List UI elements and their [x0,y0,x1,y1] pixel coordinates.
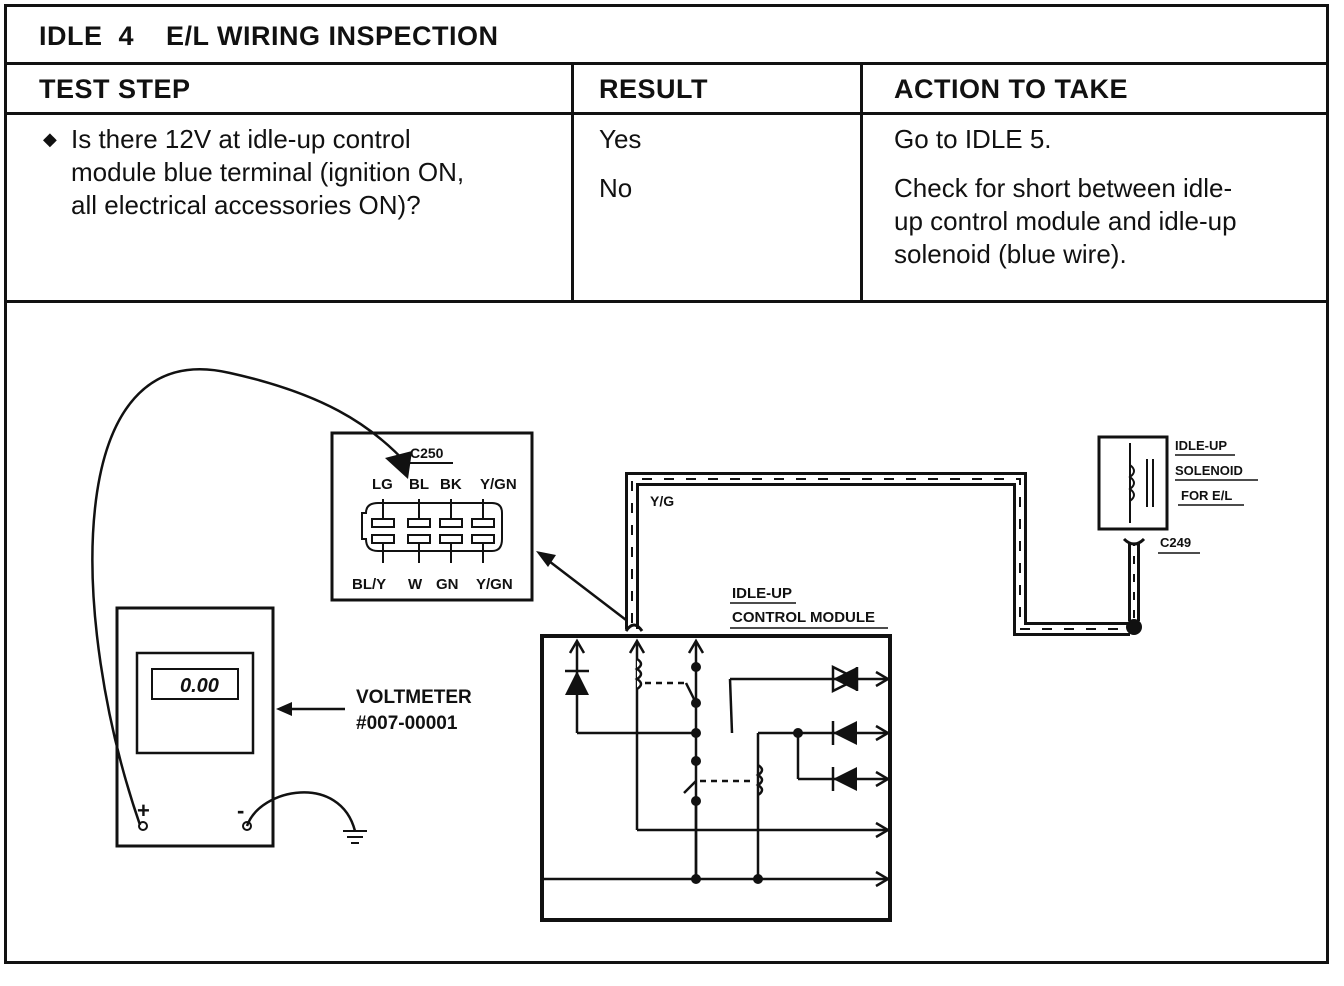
connector-c250-box [330,431,534,602]
test-step-text: Is there 12V at idle-up control module b… [71,123,464,222]
pin-label-top: BL [409,476,429,493]
pointer-line [544,557,631,624]
voltmeter-screen [135,651,255,755]
harness-inner [628,475,1130,633]
action-yes: Go to IDLE 5. [894,124,1052,154]
probe-lead [91,368,409,826]
test-step-line: all electrical accessories ON)? [71,190,421,220]
circuit-nodes [691,662,803,884]
ground-lead [245,791,357,832]
minus-terminal-label: - [237,798,244,823]
harness-stripe [631,478,1130,630]
solenoid-box [1097,435,1169,531]
wiring-diagram-svg: C250 LG BL BK Y/GN BL/Y W [91,368,1258,922]
pin-label-bottom: GN [436,576,459,593]
module-label: IDLE-UP [732,585,792,602]
action-no-line: Check for short between idle- [894,173,1233,203]
control-module-box [540,634,892,922]
solenoid-label: IDLE-UP [1175,438,1227,453]
voltmeter-pointer-arrow-icon [276,702,292,716]
header-result: RESULT [599,74,708,104]
pin-label-top: BK [440,476,462,493]
action-no: Check for short between idle- up control… [894,172,1237,271]
inspection-table: IDLE 4 E/L WIRING INSPECTION TEST STEP R… [4,4,1329,964]
connector-pins [371,499,495,563]
module-connector-icon [624,623,644,632]
pin-label-bottom: BL/Y [352,576,386,593]
solenoid-label: SOLENOID [1175,463,1243,478]
voltmeter-body [115,606,275,848]
c249-label: C249 [1160,535,1191,550]
harness-outer [625,472,1130,636]
pointer-arrow-icon [536,551,556,567]
page-title: IDLE 4 E/L WIRING INSPECTION [39,21,499,51]
wire-label-yg: Y/G [650,493,674,509]
module-circuit [542,638,891,888]
minus-terminal-icon [242,821,252,831]
probe-tip-icon [385,451,412,479]
table-row: ◆ Is there 12V at idle-up control module… [7,115,1326,303]
voltmeter-display [151,668,239,700]
module-label: CONTROL MODULE [732,609,875,626]
voltmeter-label: #007-00001 [356,713,458,734]
ground-junction [1126,619,1142,635]
header-action: ACTION TO TAKE [894,74,1128,104]
title-row: IDLE 4 E/L WIRING INSPECTION [7,7,1326,65]
plus-terminal-icon [138,821,148,831]
action-no-line: solenoid (blue wire). [894,239,1127,269]
action-no-line: up control module and idle-up [894,206,1237,236]
solenoid-label: FOR E/L [1181,488,1232,503]
meter-reading: 0.00 [180,675,219,697]
header-row: TEST STEP RESULT ACTION TO TAKE [7,65,1326,115]
ground-icon [343,830,367,844]
header-test-step: TEST STEP [39,74,191,104]
result-no: No [599,173,633,203]
pin-label-bottom: W [408,576,423,593]
bullet-icon: ◆ [43,129,57,149]
pin-label-bottom: Y/GN [476,576,513,593]
wiring-diagram: C250 LG BL BK Y/GN BL/Y W [7,303,1326,961]
plus-terminal-label: + [137,798,150,823]
pin-label-top: LG [372,476,393,493]
test-step-line: module blue terminal (ignition ON, [71,157,465,187]
test-step-line: Is there 12V at idle-up control [71,124,411,154]
column-divider [860,65,863,303]
column-divider [571,65,574,303]
solenoid-coil-icon [1128,464,1135,502]
voltmeter-label: VOLTMETER [356,687,472,708]
c249-connector-icon [1122,537,1146,546]
pin-label-top: Y/GN [480,476,517,493]
c250-label: C250 [410,445,444,461]
result-yes: Yes [599,124,642,154]
connector-body [361,502,503,552]
